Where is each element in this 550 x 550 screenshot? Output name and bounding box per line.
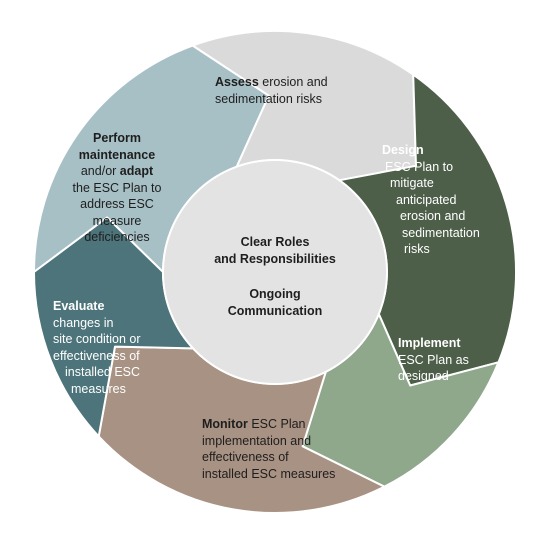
- perform-desc-mid: and/or: [80, 164, 117, 178]
- perform-desc-2: address ESC: [80, 197, 154, 211]
- perform-desc-4: deficiencies: [84, 230, 150, 244]
- perform-label-3: adapt: [119, 164, 154, 178]
- evaluate-desc-4: installed ESC: [65, 365, 141, 379]
- segment-evaluate-text: Evaluate changes in site condition or ef…: [53, 298, 141, 397]
- center-line-1: Clear Roles: [240, 235, 310, 249]
- center-circle: [162, 159, 388, 385]
- center-line-3: Ongoing: [249, 287, 301, 301]
- evaluate-label: Evaluate: [53, 299, 105, 313]
- segment-monitor-text: Monitor ESC Plan implementation and effe…: [202, 416, 335, 482]
- design-desc-6: risks: [404, 242, 430, 256]
- implement-desc-2: designed: [398, 369, 449, 383]
- perform-label-2: maintenance: [78, 147, 156, 162]
- evaluate-desc-2: site condition or: [53, 332, 141, 346]
- assess-desc-1: erosion and: [262, 75, 328, 89]
- monitor-desc-1: ESC Plan: [251, 417, 306, 431]
- design-desc-2: mitigate: [390, 176, 434, 190]
- cycle-segments: [33, 30, 517, 514]
- segment-design-text: Design ESC Plan to mitigate anticipated …: [382, 142, 480, 258]
- implement-desc-1: ESC Plan as: [398, 352, 469, 367]
- assess-label: Assess: [215, 75, 259, 89]
- monitor-label: Monitor: [202, 417, 248, 431]
- perform-desc-1: the ESC Plan to: [72, 180, 162, 195]
- design-desc-4: erosion and: [400, 209, 466, 223]
- monitor-desc-4: installed ESC measures: [202, 466, 336, 481]
- design-desc-1: ESC Plan to: [385, 159, 454, 174]
- design-desc-5: sedimentation: [402, 225, 480, 240]
- evaluate-desc-1: changes in: [53, 315, 114, 330]
- perform-desc-3: measure: [92, 213, 142, 228]
- center-communication-text: Ongoing Communication: [185, 286, 365, 319]
- design-label: Design: [382, 143, 424, 157]
- design-desc-3: anticipated: [396, 192, 457, 207]
- evaluate-desc-5: measures: [71, 381, 126, 396]
- monitor-desc-2: implementation and: [202, 433, 312, 448]
- center-roles-text: Clear Roles and Responsibilities: [185, 234, 365, 267]
- monitor-desc-3: effectiveness of: [202, 450, 289, 464]
- segment-assess-text: Assess erosion and sedimentation risks: [215, 74, 328, 107]
- segment-perform-text: Perform maintenance and/or adapt the ESC…: [56, 130, 178, 246]
- evaluate-desc-3: effectiveness of: [53, 348, 140, 363]
- assess-desc-2: sedimentation risks: [215, 91, 322, 106]
- segment-implement-text: Implement ESC Plan as designed: [398, 335, 469, 385]
- center-line-2: and Responsibilities: [214, 251, 336, 266]
- center-line-4: Communication: [227, 303, 323, 318]
- perform-label: Perform: [93, 131, 141, 145]
- implement-label: Implement: [398, 336, 461, 350]
